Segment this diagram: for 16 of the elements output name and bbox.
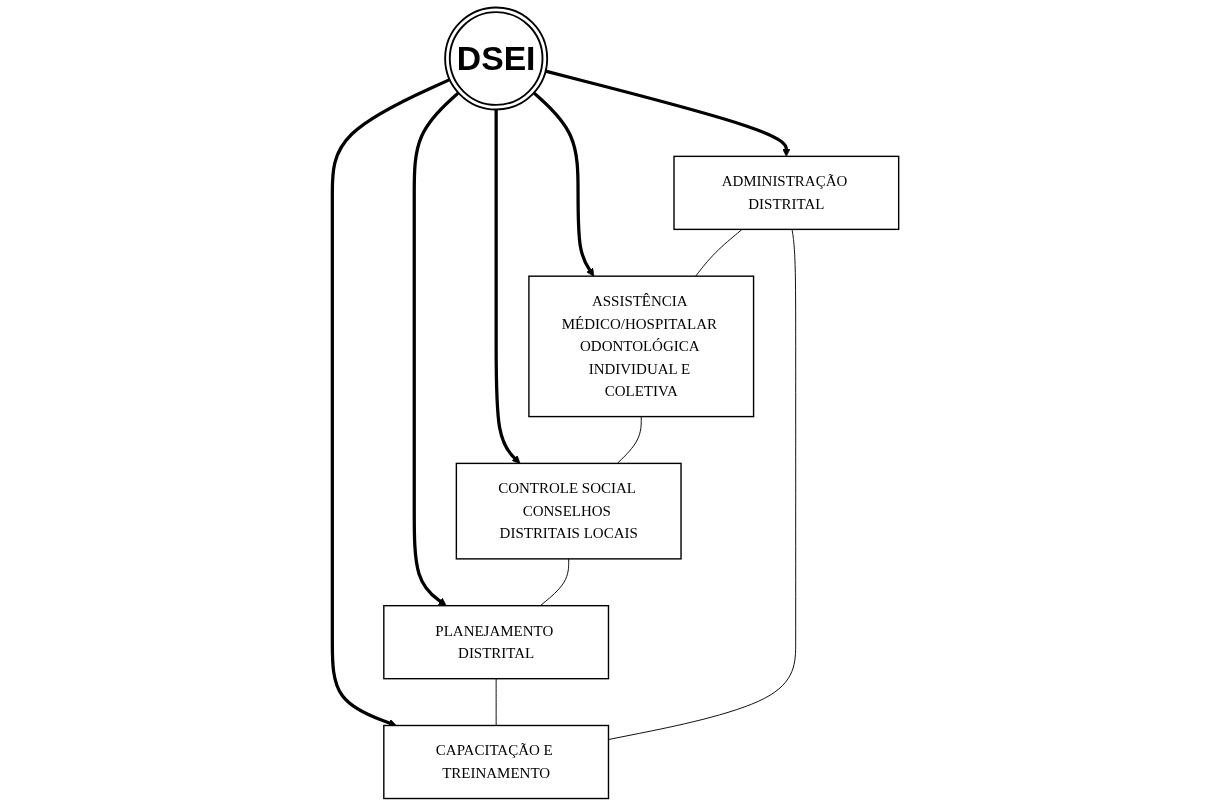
connector — [539, 558, 569, 607]
node-box: CAPACITAÇÃO E TREINAMENTO — [382, 724, 609, 800]
connector — [694, 228, 743, 277]
node-box: CONTROLE SOCIAL CONSELHOS DISTRITAIS LOCAIS — [455, 462, 682, 560]
arrow — [494, 109, 520, 464]
node-box: PLANEJAMENTO DISTRITAL — [382, 604, 609, 680]
connector — [616, 416, 642, 464]
node-circle: DSEI — [443, 6, 548, 111]
connector — [495, 678, 497, 726]
node-box: ADMINISTRAÇÃO DISTRITAL — [672, 155, 899, 231]
node-box: ASSISTÊNCIA MÉDICO/HOSPITALAR ODONTOLÓGICA INDIVIDUAL E COLETIVA — [527, 275, 754, 418]
arrow — [532, 91, 594, 277]
arrow — [412, 91, 459, 607]
connector — [607, 228, 796, 740]
arrow — [330, 78, 450, 727]
arrow — [544, 69, 790, 157]
